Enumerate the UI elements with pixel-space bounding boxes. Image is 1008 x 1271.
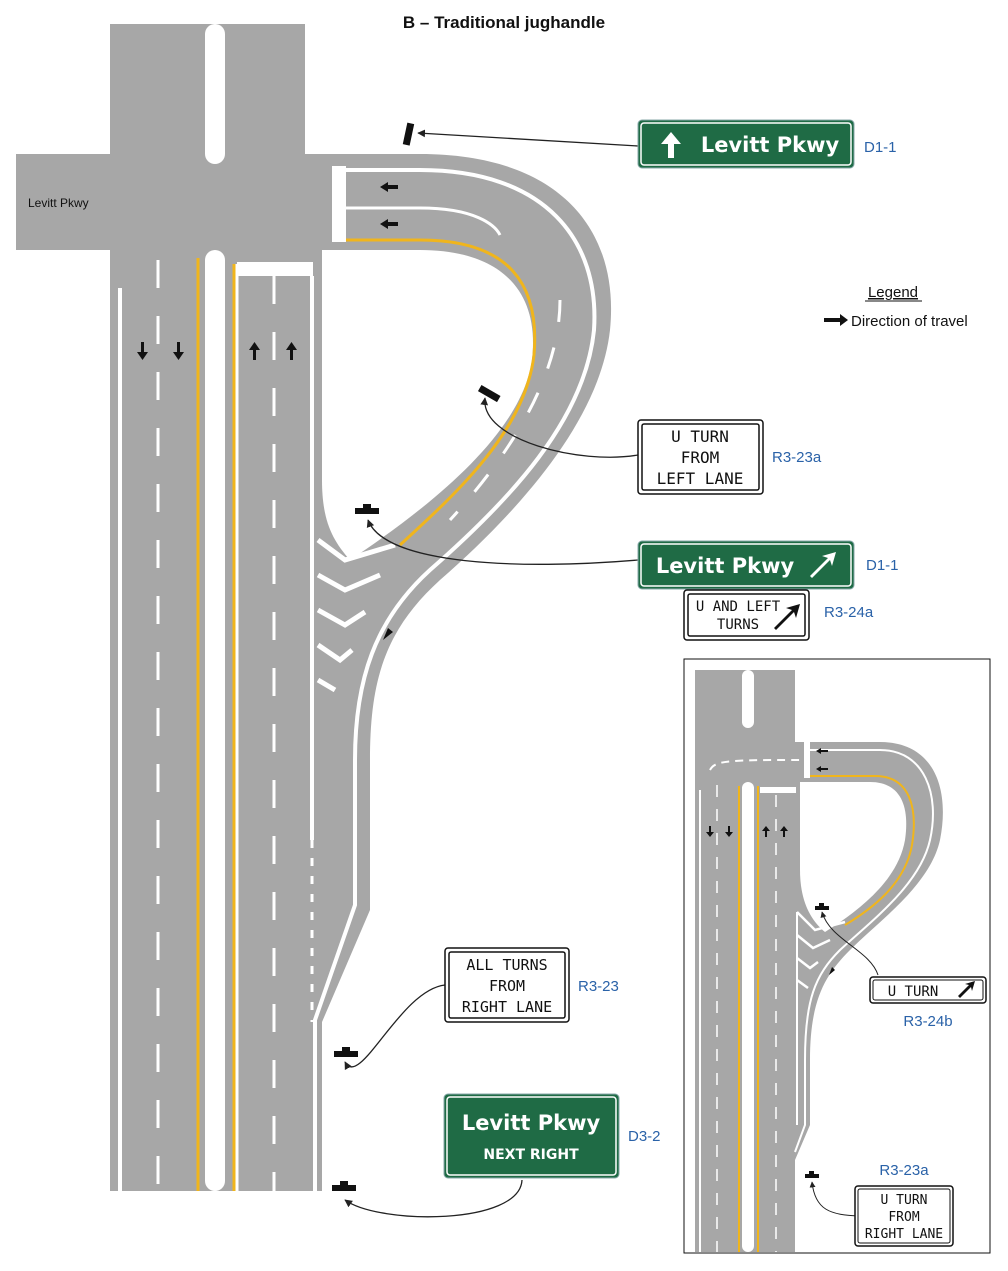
- svg-text:U AND LEFT: U AND LEFT: [696, 599, 781, 615]
- sign-posts: [332, 122, 501, 1191]
- svg-text:Levitt Pkwy: Levitt Pkwy: [462, 1111, 601, 1135]
- median: [205, 24, 225, 164]
- arrow-right-icon: [824, 314, 848, 326]
- sign-r3-24a: U AND LEFT TURNS: [683, 589, 810, 641]
- svg-text:U TURN: U TURN: [881, 1193, 928, 1208]
- svg-text:FROM: FROM: [681, 448, 720, 467]
- code-r3-23: R3-23: [578, 978, 619, 995]
- svg-text:NEXT RIGHT: NEXT RIGHT: [483, 1147, 579, 1163]
- code-r3-23a: R3-23a: [772, 449, 822, 466]
- svg-text:FROM: FROM: [489, 977, 525, 995]
- diagonal-arrow-icon: [958, 981, 975, 998]
- sign-d3-2: Levitt Pkwy NEXT RIGHT: [443, 1093, 620, 1179]
- median-lower: [205, 250, 225, 1191]
- leader-lines: [344, 129, 639, 1218]
- svg-text:LEFT LANE: LEFT LANE: [657, 469, 744, 488]
- code-r3-24b: R3-24b: [903, 1013, 952, 1030]
- sign-r3-23: ALL TURNS FROM RIGHT LANE: [444, 947, 570, 1023]
- gore-chevrons: [316, 537, 396, 693]
- svg-text:RIGHT LANE: RIGHT LANE: [865, 1227, 943, 1242]
- inset-panel: U TURN R3-24b R3-23a U TURN FROM RIGHT L…: [683, 658, 991, 1254]
- sign-d1-1-top: Levitt Pkwy: [637, 119, 855, 169]
- svg-text:TURNS: TURNS: [717, 617, 759, 633]
- road-label: Levitt Pkwy: [28, 196, 89, 210]
- diagonal-arrow-icon: [810, 552, 836, 578]
- lane-arrows: [137, 182, 398, 640]
- legend-heading: Legend: [868, 284, 918, 301]
- code-d1-1-mid: D1-1: [866, 557, 899, 574]
- sign-d1-1-mid: Levitt Pkwy: [637, 540, 855, 590]
- legend-item: Direction of travel: [851, 313, 968, 330]
- svg-text:Levitt Pkwy: Levitt Pkwy: [701, 133, 840, 157]
- svg-text:U TURN: U TURN: [671, 427, 729, 446]
- sign-r3-24b: U TURN: [869, 976, 987, 1004]
- svg-text:RIGHT LANE: RIGHT LANE: [462, 998, 552, 1016]
- svg-text:ALL TURNS: ALL TURNS: [466, 956, 547, 974]
- svg-text:U TURN: U TURN: [888, 984, 939, 1000]
- up-arrow-icon: [661, 132, 681, 158]
- svg-text:FROM: FROM: [888, 1210, 919, 1225]
- code-r3-24a: R3-24a: [824, 604, 874, 621]
- code-inset-r3-23a: R3-23a: [879, 1162, 929, 1179]
- code-d3-2: D3-2: [628, 1128, 661, 1145]
- svg-text:Levitt Pkwy: Levitt Pkwy: [656, 554, 795, 578]
- sign-inset-r3-23a: U TURN FROM RIGHT LANE: [854, 1185, 954, 1247]
- diagram-title: B – Traditional jughandle: [403, 13, 605, 32]
- code-d1-1-top: D1-1: [864, 139, 897, 156]
- loop-island: [322, 250, 534, 560]
- diagonal-arrow-icon: [774, 604, 800, 630]
- sign-r3-23a: U TURN FROM LEFT LANE: [637, 419, 764, 495]
- main-roadway: Levitt Pkwy: [16, 24, 612, 1191]
